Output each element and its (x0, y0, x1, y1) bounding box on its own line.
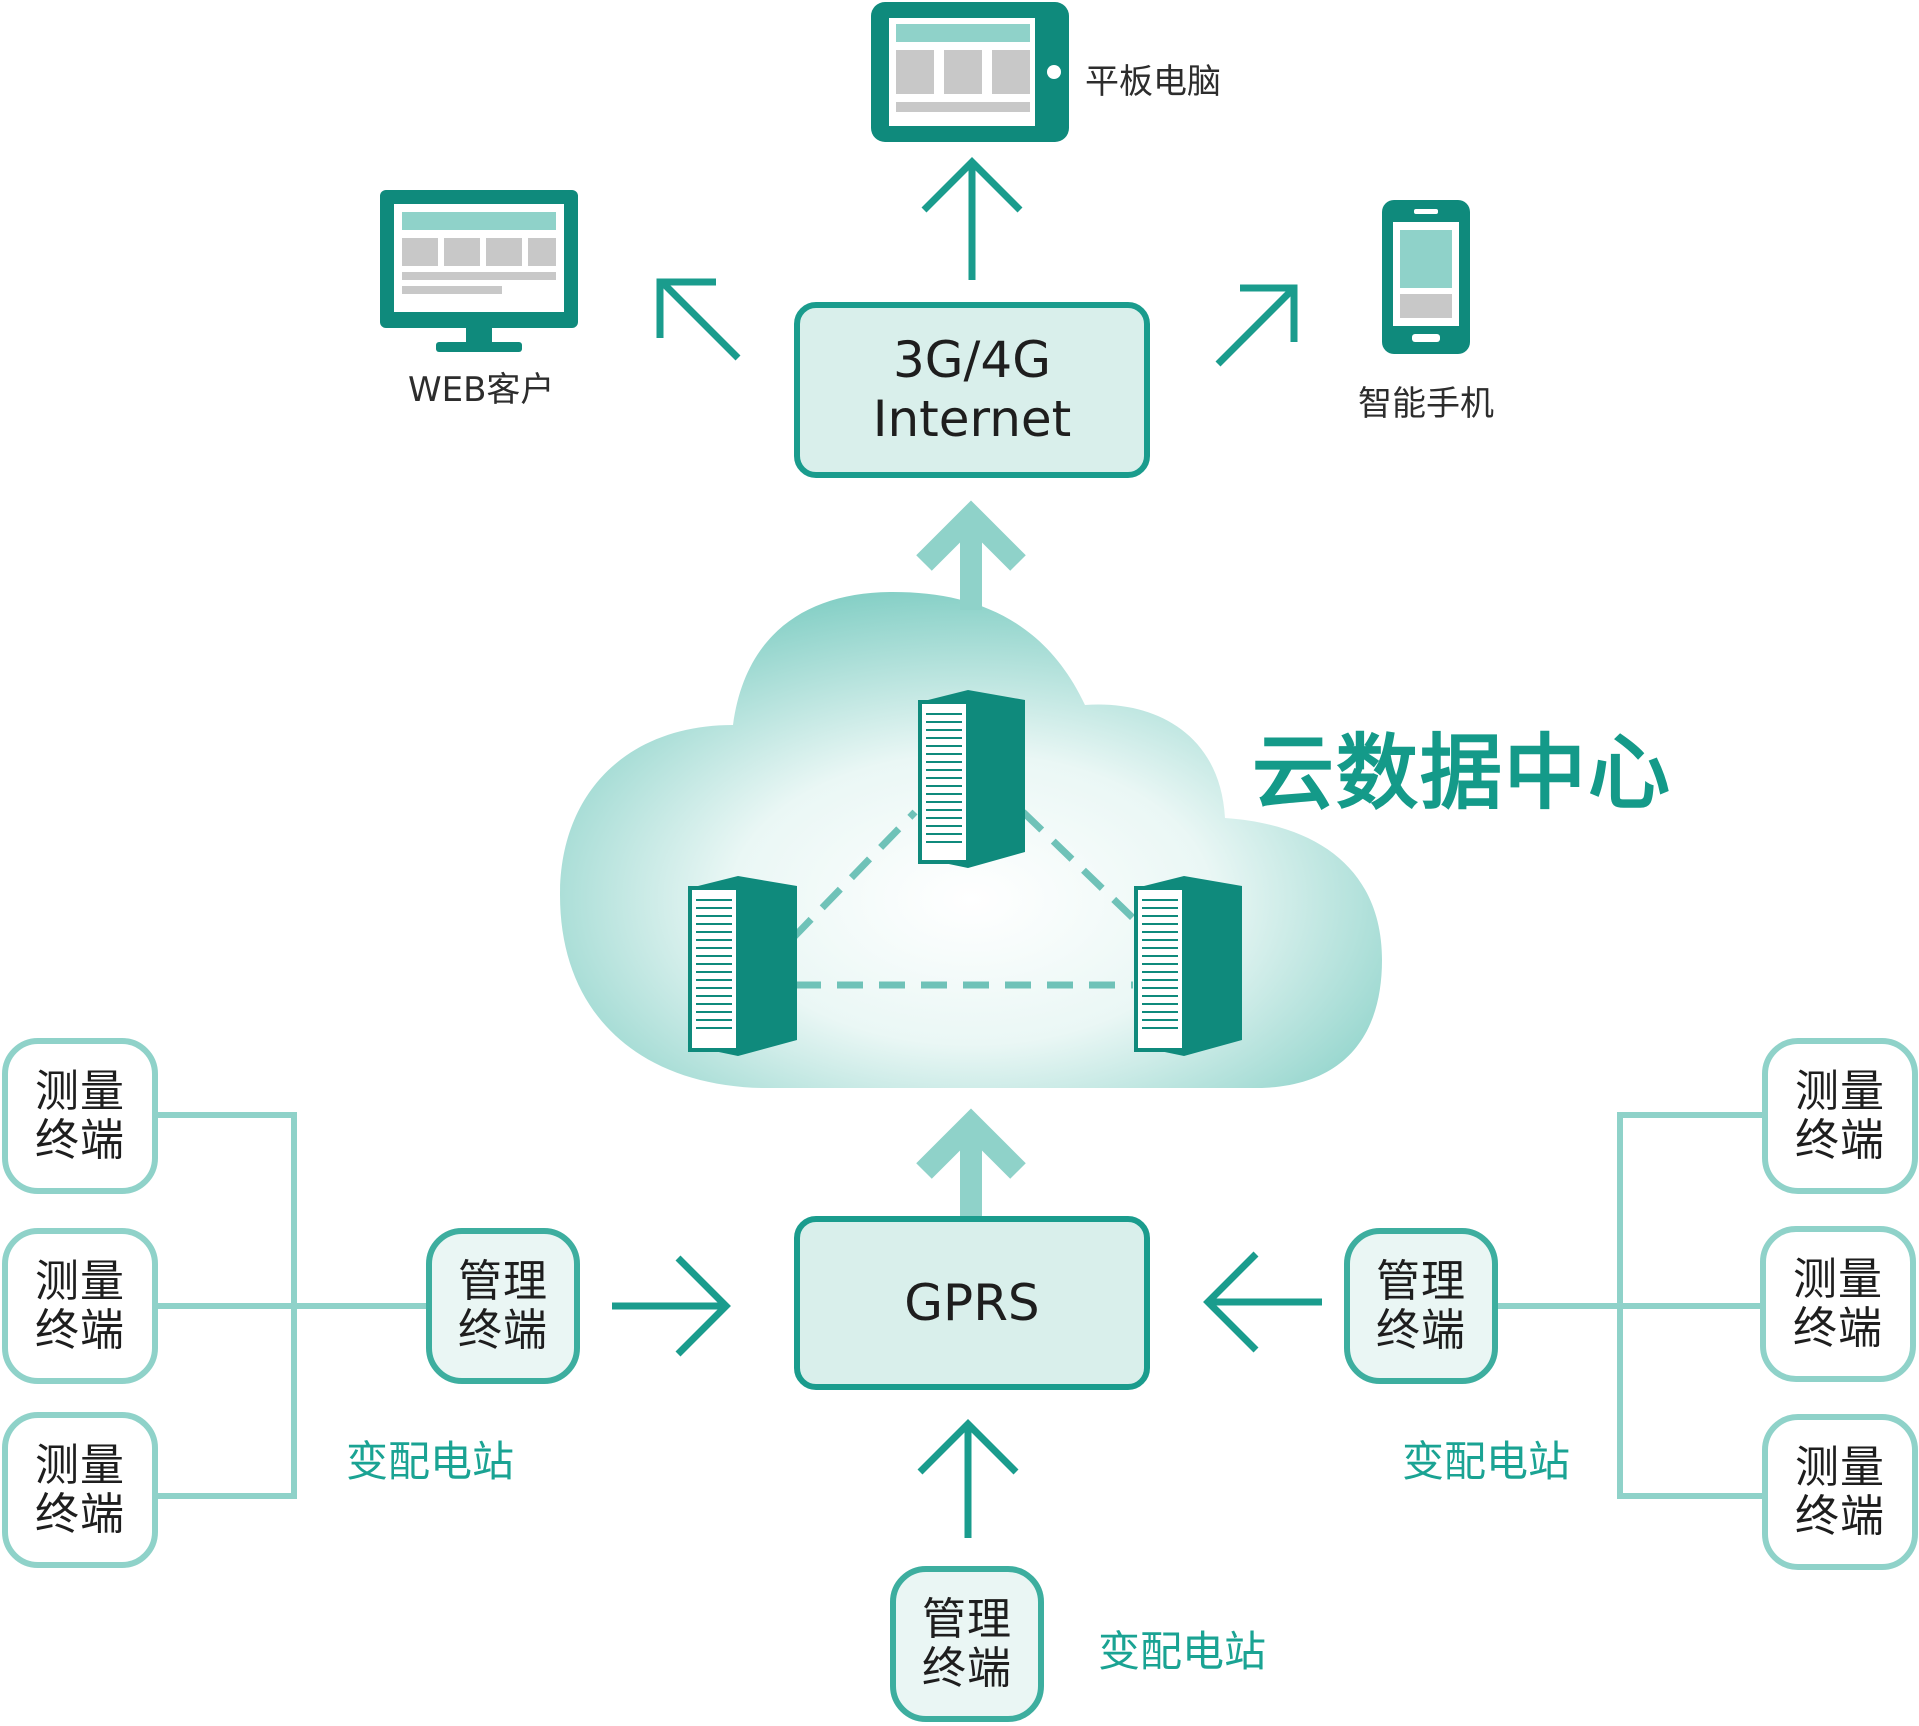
server-icon (688, 876, 797, 1056)
substation-label-right: 变配电站 (1402, 1437, 1571, 1486)
manager-line1: 管理 (458, 1255, 548, 1307)
monitor-icon (380, 190, 578, 352)
measure-line2: 终端 (35, 1115, 125, 1166)
measure-line2: 终端 (35, 1305, 125, 1356)
arrow-icon (656, 157, 1298, 367)
manager-line2: 终端 (922, 1643, 1012, 1694)
tablet-label: 平板电脑 (1085, 62, 1221, 102)
measure-line1: 测量 (1793, 1253, 1883, 1305)
manager-line2: 终端 (458, 1305, 548, 1356)
substation-label-left: 变配电站 (346, 1437, 515, 1486)
cloud-datacenter-title: 云数据中心 (1252, 726, 1673, 821)
internet-node[interactable]: 3G/4G Internet (794, 302, 1150, 478)
measure-line1: 测量 (1795, 1441, 1885, 1493)
manager-line1: 管理 (1376, 1255, 1466, 1307)
arrow-icon (612, 1251, 1322, 1538)
manager-terminal-bottom[interactable]: 管理 终端 (890, 1566, 1044, 1722)
manager-terminal-left[interactable]: 管理 终端 (426, 1228, 580, 1384)
manager-line1: 管理 (922, 1593, 1012, 1645)
arrow-icon (916, 500, 1026, 1216)
measure-line1: 测量 (35, 1439, 125, 1491)
measure-terminal-left-2[interactable]: 测量 终端 (2, 1228, 158, 1384)
measure-line2: 终端 (1793, 1303, 1883, 1354)
server-icon (1134, 876, 1242, 1056)
right-connectors (1496, 1112, 1764, 1499)
internet-line2: Internet (872, 390, 1072, 448)
manager-line2: 终端 (1376, 1305, 1466, 1356)
measure-line2: 终端 (1795, 1491, 1885, 1542)
measure-line2: 终端 (35, 1489, 125, 1540)
measure-line1: 测量 (35, 1255, 125, 1307)
measure-terminal-left-3[interactable]: 测量 终端 (2, 1412, 158, 1568)
manager-terminal-right[interactable]: 管理 终端 (1344, 1228, 1498, 1384)
phone-label: 智能手机 (1358, 384, 1494, 424)
measure-terminal-left-1[interactable]: 测量 终端 (2, 1038, 158, 1194)
measure-terminal-right-3[interactable]: 测量 终端 (1762, 1414, 1918, 1570)
measure-line2: 终端 (1795, 1115, 1885, 1166)
gprs-label: GPRS (904, 1273, 1040, 1332)
measure-line1: 测量 (1795, 1065, 1885, 1117)
web-client-label: WEB客户 (408, 370, 555, 410)
measure-terminal-right-2[interactable]: 测量 终端 (1760, 1226, 1916, 1382)
server-links (790, 809, 1136, 989)
measure-terminal-right-1[interactable]: 测量 终端 (1762, 1038, 1918, 1194)
left-connectors (158, 1112, 428, 1499)
tablet-icon (871, 2, 1069, 142)
internet-line1: 3G/4G (893, 331, 1051, 389)
measure-line1: 测量 (35, 1065, 125, 1117)
server-icon (918, 690, 1025, 868)
substation-label-bottom: 变配电站 (1098, 1627, 1267, 1676)
smartphone-icon (1382, 200, 1470, 354)
gprs-node[interactable]: GPRS (794, 1216, 1150, 1390)
